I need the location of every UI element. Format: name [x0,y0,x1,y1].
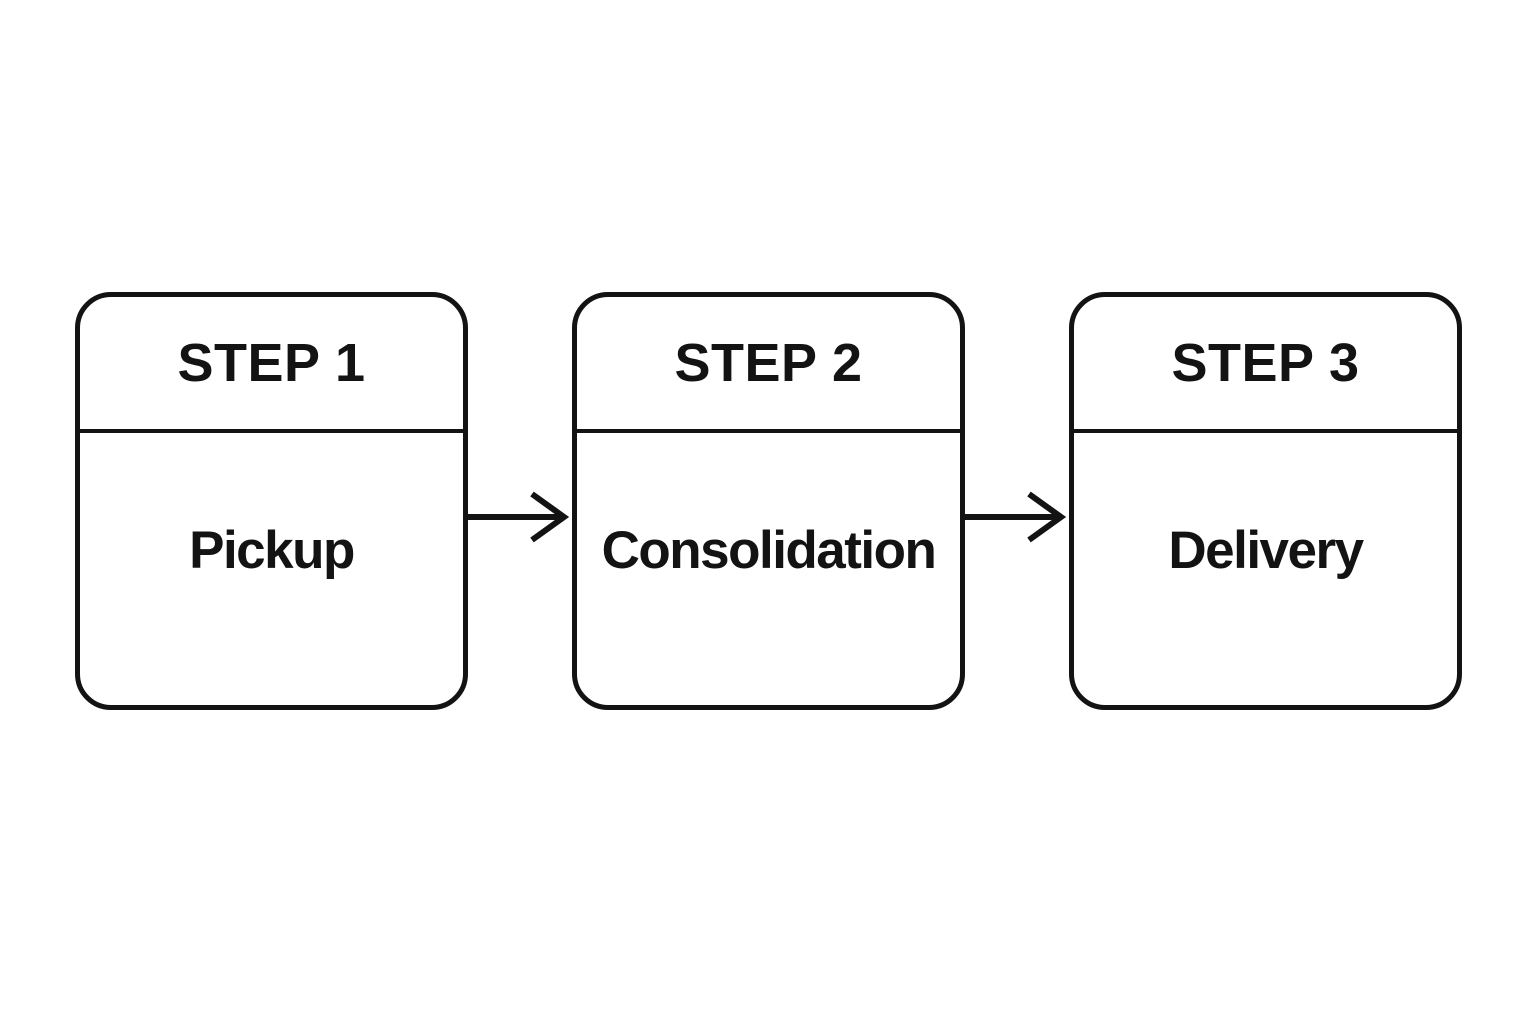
flow-diagram: STEP 1 Pickup STEP 2 Consolidation STEP … [75,292,1462,710]
step-title: Consolidation [601,520,937,580]
step-body: Delivery [1074,433,1457,705]
arrow-right-icon [468,485,572,549]
step-label: STEP 1 [177,333,366,393]
step-box-pickup: STEP 1 Pickup [75,292,468,710]
step-title: Pickup [189,520,355,580]
step-label: STEP 2 [674,333,863,393]
step-header: STEP 2 [577,297,960,433]
step-header: STEP 1 [80,297,463,433]
arrow-right-icon [965,485,1069,549]
step-header: STEP 3 [1074,297,1457,433]
step-box-delivery: STEP 3 Delivery [1069,292,1462,710]
step-label: STEP 3 [1171,333,1360,393]
step-body: Consolidation [577,433,960,705]
step-title: Delivery [1168,520,1364,580]
step-box-consolidation: STEP 2 Consolidation [572,292,965,710]
step-body: Pickup [80,433,463,705]
